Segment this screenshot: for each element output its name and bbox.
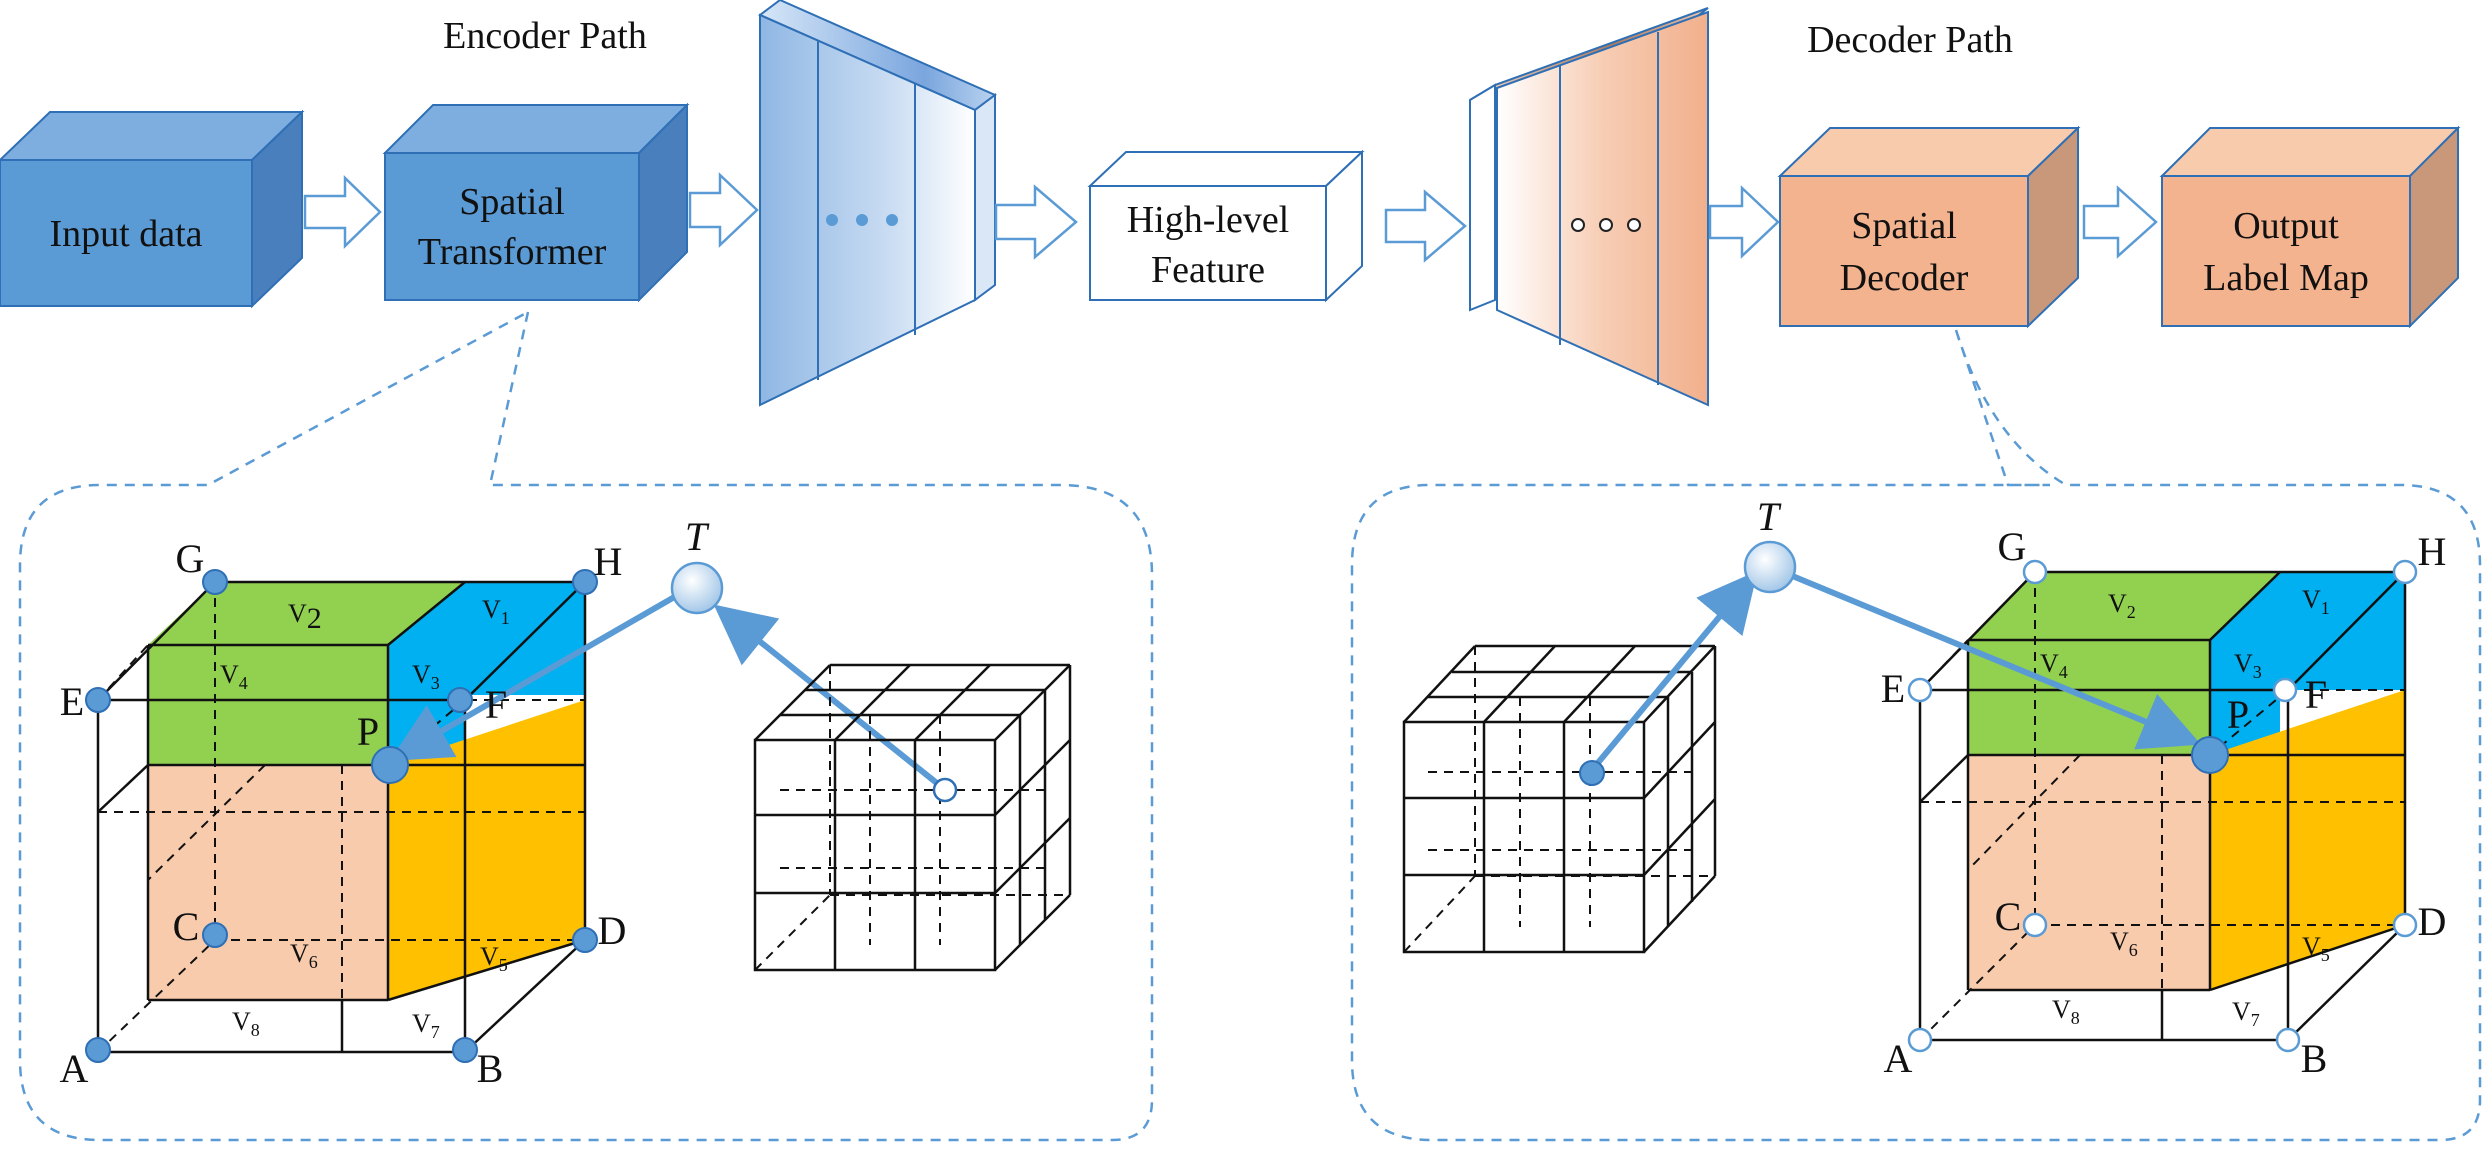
output-label-map-label-line2: Label Map <box>2203 257 2369 299</box>
spatial-transformer-label-line2: Transformer <box>418 231 607 273</box>
svg-text:V2: V2 <box>2108 589 2136 622</box>
corner-C-left: C <box>173 904 200 949</box>
corner-E-right: E <box>1881 666 1905 711</box>
spatial-decoder-block: Spatial Decoder <box>1777 125 2081 329</box>
decoder-cube-labels: G H E F C D A B P T <box>1757 494 2447 1081</box>
high-level-feature-label-line1: High-level <box>1127 199 1290 241</box>
point-P-right: P <box>2227 692 2249 737</box>
decoder-grid-cube <box>1402 644 1717 954</box>
svg-text:V7: V7 <box>2232 997 2260 1030</box>
decoder-v-labels: V2 V1 V4 V3 V6 V5 V8 V7 <box>2040 585 2330 1030</box>
output-label-map-label-line1: Output <box>2233 205 2339 247</box>
encoder-callout-outline <box>18 310 1154 1142</box>
svg-text:V4: V4 <box>220 660 248 693</box>
svg-text:V6: V6 <box>290 939 318 972</box>
output-label-map-block: Output Label Map <box>2159 125 2461 329</box>
corner-G-right: G <box>1998 524 2027 569</box>
corner-B-right: B <box>2301 1036 2328 1081</box>
svg-text:V7: V7 <box>412 1009 440 1042</box>
encoder-grid-cube <box>753 663 1072 972</box>
corner-D-right: D <box>2418 899 2447 944</box>
flow-arrow-4 <box>1384 189 1467 263</box>
point-P-left: P <box>357 709 379 754</box>
flow-arrow-2 <box>688 172 759 248</box>
decoder-callout-outline <box>1350 329 2482 1142</box>
spatial-decoder-label-line2: Decoder <box>1840 257 1969 299</box>
svg-text:V4: V4 <box>2040 649 2068 682</box>
corner-C-right: C <box>1995 894 2022 939</box>
svg-text:V5: V5 <box>2302 932 2330 965</box>
flow-arrow-1 <box>303 175 382 249</box>
flow-arrow-5 <box>1708 185 1780 259</box>
corner-E-left: E <box>60 679 84 724</box>
flow-arrow-6 <box>2082 185 2158 259</box>
corner-F-right: F <box>2305 672 2327 717</box>
decoder-cube-diagram <box>1579 540 2418 1053</box>
spatial-transformer-label-line1: Spatial <box>459 181 565 223</box>
corner-A-left: A <box>60 1046 89 1091</box>
corner-G-left: G <box>176 536 205 581</box>
svg-text:V3: V3 <box>412 660 440 693</box>
svg-text:V3: V3 <box>2234 649 2262 682</box>
corner-A-right: A <box>1884 1036 1913 1081</box>
svg-text:V1: V1 <box>2302 585 2330 618</box>
encoder-v-labels: V2 V1 V4 V3 V6 V5 V8 V7 <box>220 595 510 1042</box>
encoder-grid-cube-hidden <box>754 665 1070 971</box>
corner-D-left: D <box>598 908 627 953</box>
encoder-grid-point <box>932 777 958 803</box>
svg-text:V8: V8 <box>232 1007 260 1040</box>
encoder-cube-diagram <box>85 561 945 1063</box>
node-T-left: T <box>685 514 710 559</box>
high-level-feature-label-line2: Feature <box>1151 249 1265 291</box>
corner-H-left: H <box>594 539 623 584</box>
svg-text:V8: V8 <box>2052 995 2080 1028</box>
svg-text:V6: V6 <box>2110 927 2138 960</box>
input-data-block: Input data <box>0 109 305 309</box>
spatial-transformer-block: Spatial Transformer <box>382 102 690 303</box>
corner-B-left: B <box>477 1046 504 1091</box>
decoder-grid-cube-hidden <box>1403 646 1715 953</box>
decoder-path-label: Decoder Path <box>1807 19 2013 61</box>
corner-H-right: H <box>2418 529 2447 574</box>
spatial-decoder-label-line1: Spatial <box>1851 205 1957 247</box>
corner-F-left: F <box>485 682 507 727</box>
flow-arrow-3 <box>994 184 1078 260</box>
input-data-label: Input data <box>49 213 202 255</box>
node-T-right: T <box>1757 494 1782 539</box>
encoder-feature-volume <box>758 0 997 407</box>
svg-text:V5: V5 <box>480 942 508 975</box>
encoder-path-label: Encoder Path <box>443 15 647 57</box>
encoder-cube-labels: G H E F C D A B P T <box>60 514 710 1091</box>
high-level-feature-block: High-level Feature <box>1087 149 1365 303</box>
decoder-feature-volume <box>1469 7 1709 407</box>
svg-text:V1: V1 <box>482 595 510 628</box>
svg-text:V2: V2 <box>288 599 322 635</box>
